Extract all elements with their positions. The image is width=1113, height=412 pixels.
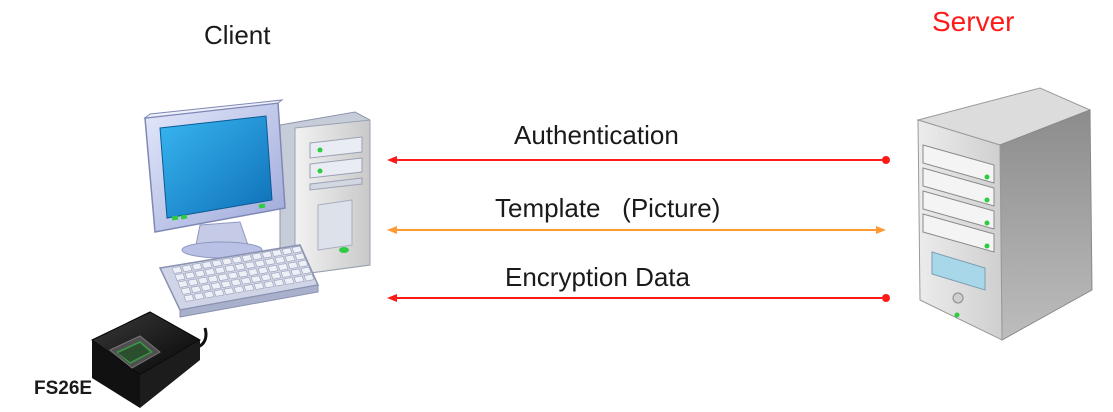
encryption-left-arrowhead	[387, 294, 397, 302]
keyboard-key	[250, 275, 262, 283]
keyboard-key	[203, 290, 215, 299]
client-label: Client	[204, 20, 271, 50]
keyboard-key	[284, 254, 296, 263]
keyboard-key	[200, 283, 212, 292]
desktop-computer-icon	[143, 99, 371, 276]
server-tower-icon	[916, 87, 1093, 341]
keyboard-key	[207, 275, 219, 283]
template-right-arrowhead	[876, 226, 886, 234]
keyboard-key	[233, 285, 245, 294]
keyboard-key	[271, 249, 283, 257]
keyboard-key	[260, 273, 272, 282]
template-arrow	[387, 226, 886, 234]
authentication-arrow	[387, 156, 890, 164]
keyboard-key	[197, 276, 209, 285]
keyboard-key	[243, 284, 255, 292]
keyboard-key	[231, 256, 243, 264]
keyboard-key	[221, 257, 233, 266]
keyboard-key	[297, 259, 309, 268]
keyboard-key	[191, 262, 203, 271]
device-label: FS26E	[34, 378, 93, 399]
keyboard-key	[180, 287, 192, 295]
keyboard-key	[187, 278, 199, 287]
keyboard-key	[193, 292, 205, 301]
keyboard-key	[254, 259, 266, 268]
keyboard-key	[270, 271, 282, 280]
keyboard-key	[281, 247, 293, 256]
keyboard-key	[244, 261, 256, 269]
template-arrow-label: Template (Picture)	[495, 193, 721, 223]
keyboard-key	[171, 266, 183, 274]
keyboard-key	[291, 245, 303, 254]
keyboard-key	[210, 282, 222, 290]
keyboard-key	[181, 264, 193, 273]
keyboard-key	[280, 270, 292, 278]
keyboard-key	[214, 266, 226, 274]
keyboard-key	[183, 294, 195, 302]
keyboard-key	[201, 261, 213, 269]
keyboard-key	[174, 273, 186, 281]
keyboard-key	[277, 263, 289, 271]
keyboard-key	[213, 289, 225, 297]
keyboard-key	[177, 280, 189, 288]
keyboard-key	[247, 268, 259, 276]
keyboard-key	[240, 277, 252, 285]
keyboard-key	[220, 280, 232, 288]
authentication-left-arrowhead	[387, 156, 397, 164]
keyboard-key	[204, 268, 216, 276]
keyboard-key	[261, 250, 273, 259]
keyboard-key	[263, 280, 275, 289]
encryption-arrow	[387, 294, 890, 302]
keyboard-key	[251, 252, 263, 261]
keyboard-key	[300, 266, 312, 275]
keyboard-key	[237, 270, 249, 278]
keyboard-key	[253, 282, 265, 290]
keyboard-key	[264, 257, 276, 266]
keyboard-key	[290, 268, 302, 277]
server-label: Server	[932, 6, 1015, 37]
keyboard-key	[257, 266, 269, 275]
keyboard-key	[194, 269, 206, 278]
fingerprint-scanner-icon	[91, 311, 202, 408]
keyboard-key	[294, 252, 306, 261]
keyboard-key	[184, 271, 196, 280]
keyboard-key	[223, 287, 235, 295]
keyboard-key	[234, 263, 246, 271]
template-left-arrowhead	[387, 226, 397, 234]
keyboard-key	[211, 259, 223, 267]
keyboard-key	[267, 264, 279, 273]
keyboard-key	[287, 261, 299, 270]
keyboard-key	[273, 278, 285, 287]
encryption-end-dot	[882, 294, 890, 302]
keyboard-key	[303, 273, 315, 282]
keyboard-key	[241, 254, 253, 262]
keyboard-key	[230, 278, 242, 287]
keyboard-key	[274, 256, 286, 264]
authentication-arrow-label: Authentication	[514, 120, 679, 150]
keyboard-key	[227, 271, 239, 280]
keyboard-key	[217, 273, 229, 281]
keyboard-key	[283, 277, 295, 285]
encryption-arrow-label: Encryption Data	[505, 262, 690, 292]
keyboard-icon	[158, 244, 320, 318]
keyboard-key	[293, 275, 305, 284]
authentication-end-dot	[882, 156, 890, 164]
keyboard-key	[224, 264, 236, 273]
keyboard-key	[190, 285, 202, 294]
